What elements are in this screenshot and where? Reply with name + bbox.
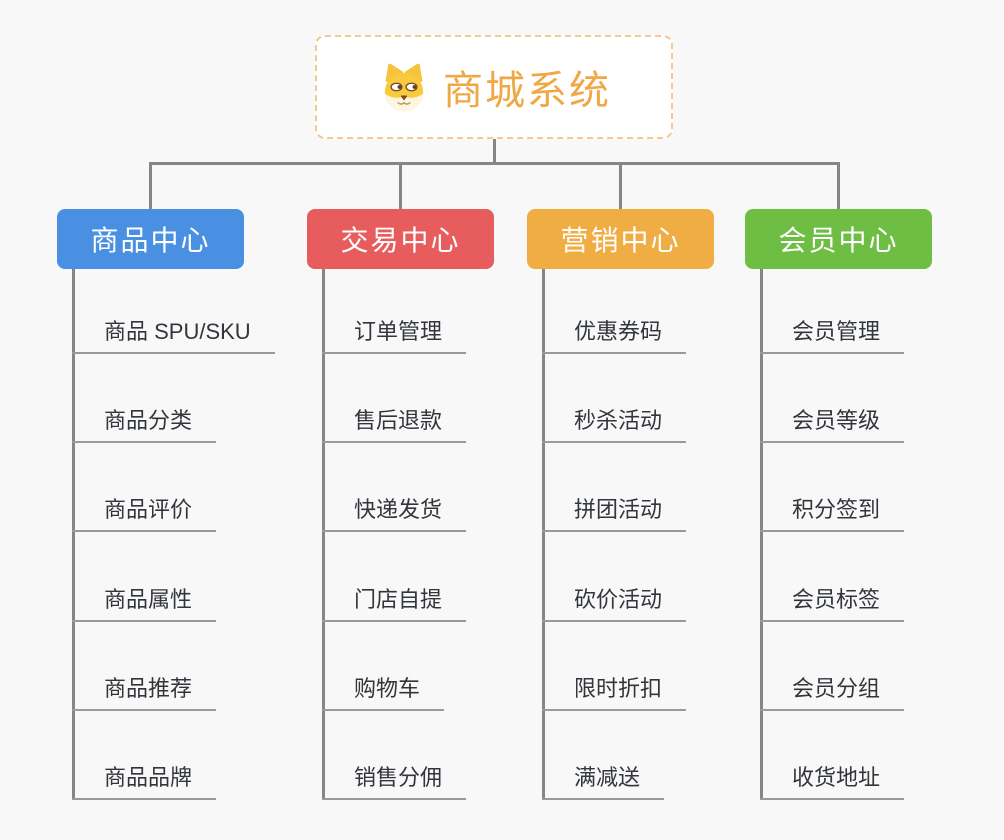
connector-trunk [760, 269, 763, 800]
child-node[interactable]: 售后退款 [322, 407, 467, 443]
connector-bus [149, 162, 840, 165]
dog-face-icon [377, 62, 431, 112]
connector-stub [837, 165, 840, 210]
child-node[interactable]: 积分签到 [760, 496, 905, 532]
connector-stub [149, 165, 152, 210]
root-node-mall-system[interactable]: 商城系统 [315, 35, 673, 139]
connector-trunk [72, 269, 75, 800]
connector-root-stem [493, 139, 496, 165]
child-node[interactable]: 会员标签 [760, 586, 905, 622]
connector-trunk [322, 269, 325, 800]
child-node[interactable]: 秒杀活动 [542, 407, 687, 443]
connector-stub [619, 165, 622, 210]
child-node[interactable]: 商品评价 [72, 496, 217, 532]
branch-title: 商品中心 [90, 225, 211, 256]
child-node[interactable]: 优惠券码 [542, 318, 687, 354]
child-node[interactable]: 满减送 [542, 764, 665, 800]
root-title: 商城系统 [443, 69, 611, 113]
branch-title: 营销中心 [560, 225, 681, 256]
branch-node-trade-center[interactable]: 交易中心 [307, 209, 494, 269]
connector-trunk [542, 269, 545, 800]
child-node[interactable]: 商品属性 [72, 586, 217, 622]
child-node[interactable]: 拼团活动 [542, 496, 687, 532]
child-node[interactable]: 收货地址 [760, 764, 905, 800]
child-node[interactable]: 限时折扣 [542, 675, 687, 711]
child-node[interactable]: 商品分类 [72, 407, 217, 443]
branch-title: 会员中心 [778, 225, 899, 256]
child-node[interactable]: 购物车 [322, 675, 445, 711]
child-node[interactable]: 商品品牌 [72, 764, 217, 800]
child-node[interactable]: 快递发货 [322, 496, 467, 532]
child-node[interactable]: 门店自提 [322, 586, 467, 622]
child-node[interactable]: 订单管理 [322, 318, 467, 354]
branch-node-member-center[interactable]: 会员中心 [745, 209, 932, 269]
child-node[interactable]: 砍价活动 [542, 586, 687, 622]
connector-stub [399, 165, 402, 210]
child-node[interactable]: 会员等级 [760, 407, 905, 443]
child-node[interactable]: 会员管理 [760, 318, 905, 354]
branch-node-marketing-center[interactable]: 营销中心 [527, 209, 714, 269]
child-node[interactable]: 商品推荐 [72, 675, 217, 711]
branch-node-product-center[interactable]: 商品中心 [57, 209, 244, 269]
child-node[interactable]: 会员分组 [760, 675, 905, 711]
child-node[interactable]: 商品 SPU/SKU [72, 318, 275, 354]
child-node[interactable]: 销售分佣 [322, 764, 467, 800]
branch-title: 交易中心 [340, 225, 461, 256]
